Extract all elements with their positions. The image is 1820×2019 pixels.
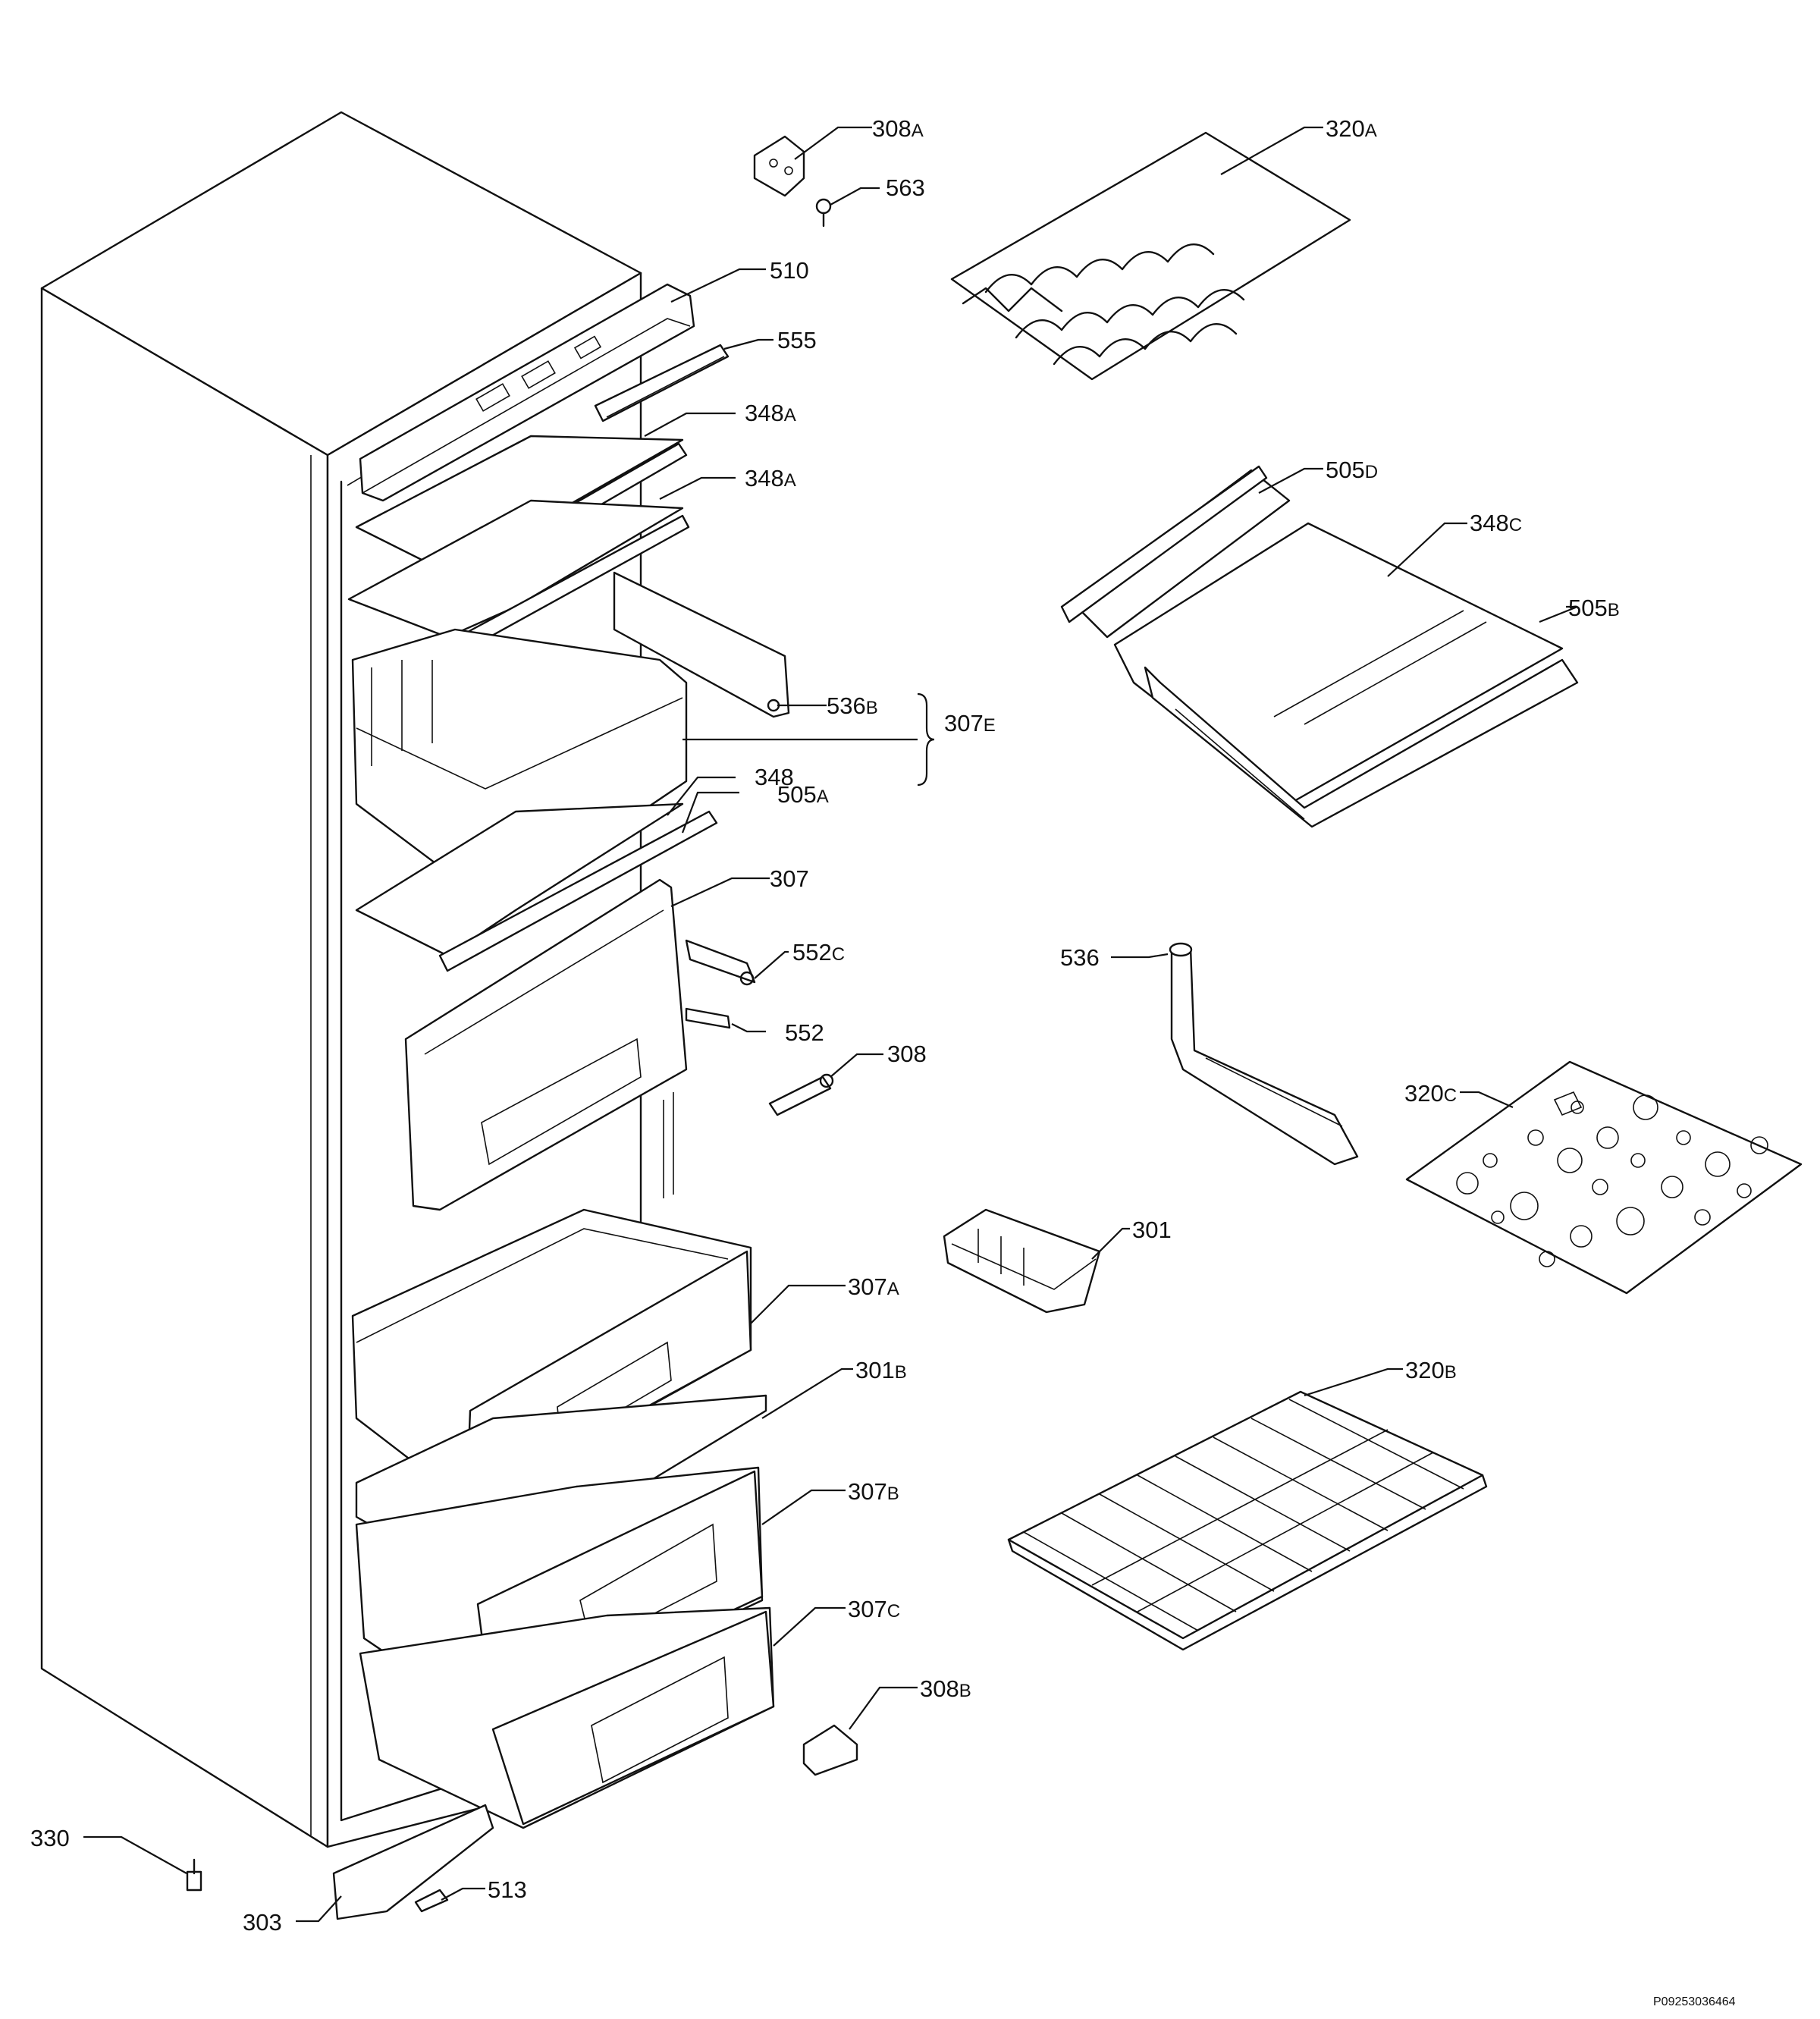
label-348: 348 bbox=[755, 764, 794, 790]
cover-513-part bbox=[414, 1889, 449, 1913]
shelf-assembly-505b-part bbox=[1144, 658, 1579, 828]
label-320b: 320B bbox=[1405, 1357, 1457, 1383]
label-320c: 320C bbox=[1404, 1080, 1457, 1107]
label-330: 330 bbox=[30, 1825, 70, 1851]
label-505b: 505B bbox=[1568, 595, 1620, 621]
label-505a: 505A bbox=[777, 781, 829, 808]
label-555: 555 bbox=[777, 327, 817, 353]
bracket-308a-part bbox=[753, 135, 805, 197]
label-348a-2: 348A bbox=[745, 465, 796, 491]
label-552: 552 bbox=[785, 1019, 824, 1046]
label-308a: 308A bbox=[872, 115, 924, 142]
group-brace-307e bbox=[917, 692, 935, 787]
label-513: 513 bbox=[488, 1876, 527, 1903]
label-308: 308 bbox=[887, 1041, 927, 1067]
divider-536-part bbox=[1169, 942, 1359, 1166]
wire-shelf-320b-part bbox=[1007, 1390, 1488, 1651]
label-307e: 307E bbox=[944, 710, 996, 736]
control-panel-part bbox=[359, 283, 695, 502]
label-307: 307 bbox=[770, 865, 809, 892]
label-301b: 301B bbox=[855, 1357, 907, 1383]
levelling-foot-330-part bbox=[186, 1858, 202, 1892]
label-563: 563 bbox=[886, 174, 925, 201]
bracket-308b-part bbox=[802, 1724, 858, 1776]
freezer-drawer-307c-part bbox=[359, 1606, 775, 1829]
label-552c: 552C bbox=[792, 939, 845, 966]
label-308b: 308B bbox=[920, 1675, 971, 1702]
label-307b: 307B bbox=[848, 1478, 899, 1505]
rail-552c-part bbox=[685, 939, 756, 986]
part-labels: 308A 563 510 555 348A 348A 536B 307E 348… bbox=[30, 115, 1620, 1936]
hinge-308-part bbox=[768, 1073, 834, 1116]
label-320a: 320A bbox=[1326, 115, 1377, 142]
label-348a-1: 348A bbox=[745, 400, 796, 426]
leader-lines bbox=[83, 126, 1578, 1923]
label-505d: 505D bbox=[1326, 457, 1378, 483]
label-348c: 348C bbox=[1470, 510, 1522, 536]
light-cover-part bbox=[594, 344, 730, 422]
rail-552-part bbox=[685, 1007, 731, 1029]
drawing-reference-code: P09253036464 bbox=[1653, 1995, 1736, 2008]
base-grille-303-part bbox=[332, 1804, 494, 1920]
label-536: 536 bbox=[1060, 944, 1100, 971]
label-307a: 307A bbox=[848, 1273, 899, 1300]
shelf-348-part bbox=[355, 802, 718, 972]
screw-563-part bbox=[815, 198, 832, 228]
label-536b: 536B bbox=[827, 692, 878, 719]
shelf-assembly-348c-part bbox=[1113, 522, 1564, 805]
label-301: 301 bbox=[1132, 1217, 1172, 1243]
ice-cube-tray-301-part bbox=[943, 1208, 1101, 1314]
label-303: 303 bbox=[243, 1909, 282, 1936]
plate-320c-part bbox=[1405, 1060, 1803, 1295]
shelf-assembly-505d-part bbox=[1060, 465, 1291, 639]
label-510: 510 bbox=[770, 257, 809, 284]
label-307c: 307C bbox=[848, 1596, 900, 1622]
bottle-rack-320a-part bbox=[950, 131, 1351, 381]
freezer-flap-part bbox=[404, 878, 688, 1211]
